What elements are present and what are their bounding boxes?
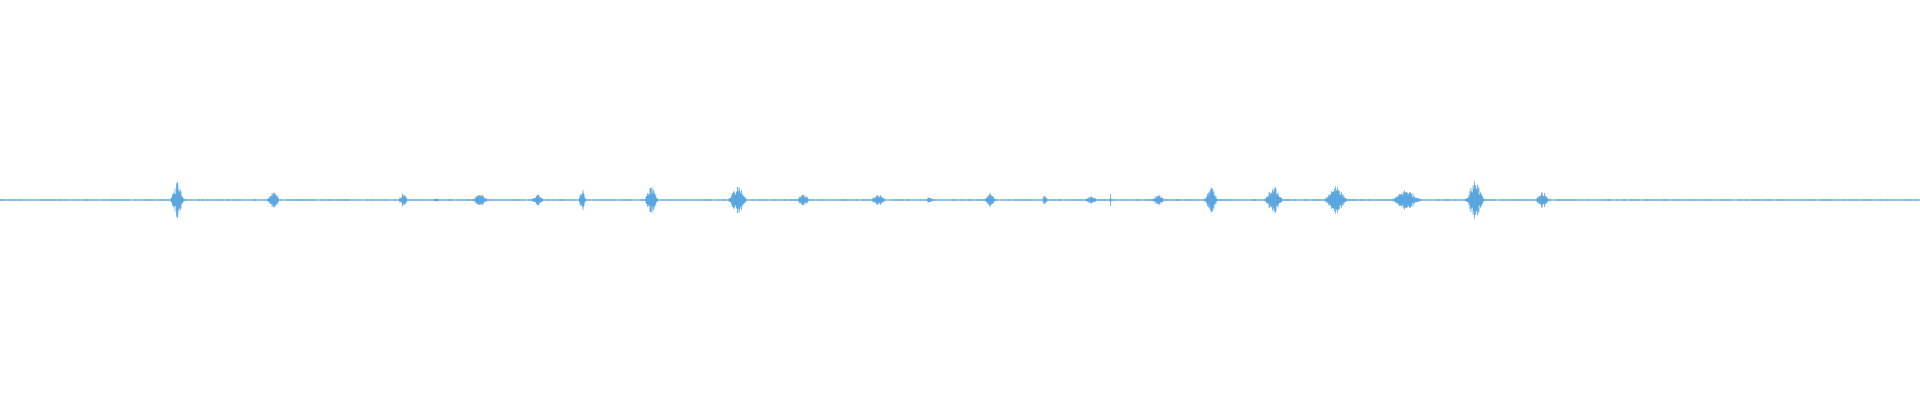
waveform-trace: [0, 181, 1920, 219]
